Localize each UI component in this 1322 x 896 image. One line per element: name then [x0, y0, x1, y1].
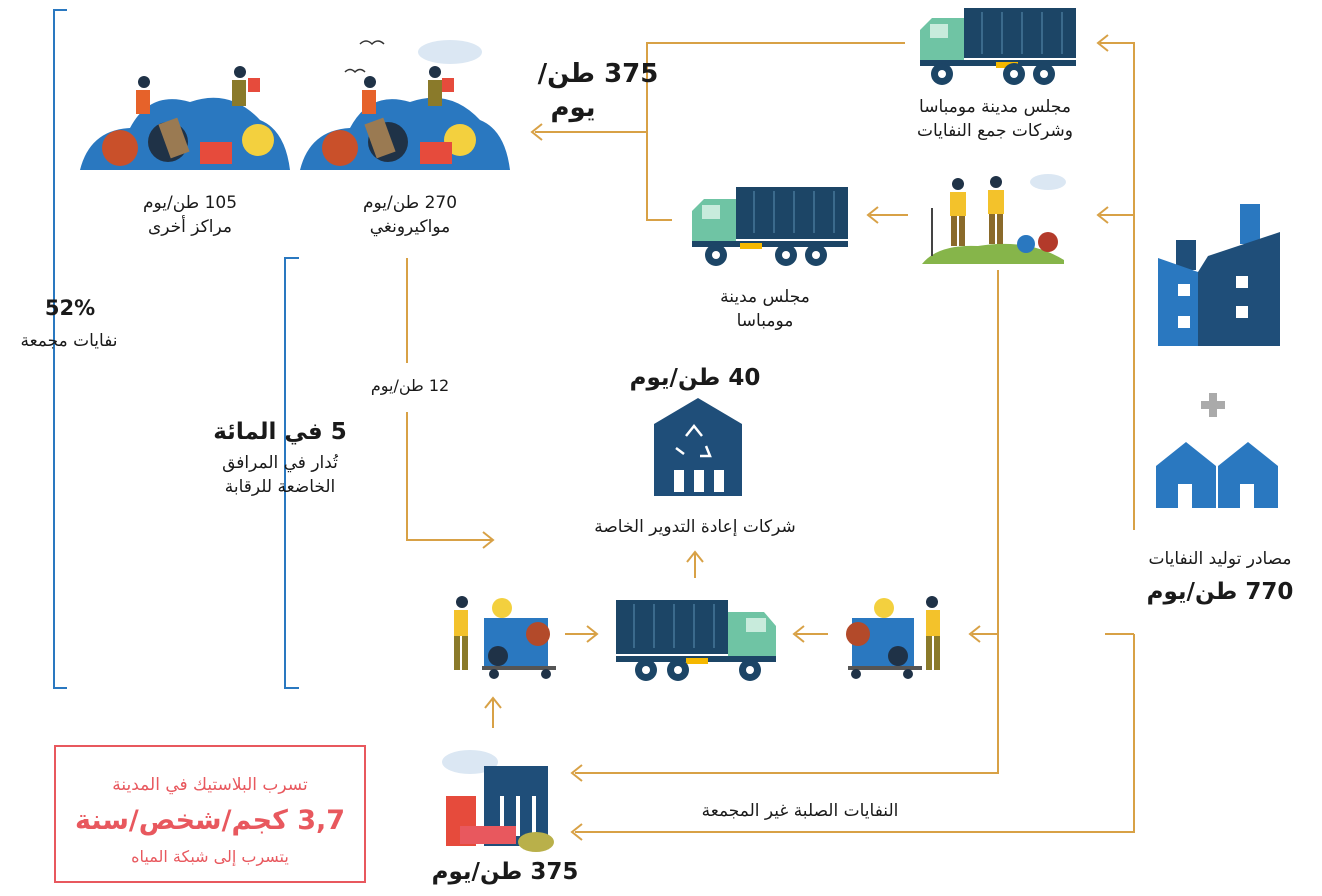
collected-percent: 52% — [44, 296, 96, 320]
mwakirunge-dumpsite-icon — [300, 40, 510, 170]
collected-bracket — [53, 9, 67, 689]
leakage-line1: تسرب البلاستيك في المدينة — [112, 775, 308, 795]
collectors-label-line1: مجلس مدينة مومباسا — [919, 97, 1071, 117]
recyclers-name: شركات إعادة التدوير الخاصة — [594, 517, 796, 537]
plus-icon — [1201, 393, 1225, 417]
flow-arrowheads — [482, 34, 1109, 841]
recycling-facility-icon — [654, 398, 742, 496]
to-recyclers-tons: 12 طن/يوم — [370, 376, 450, 395]
transport-truck-icon — [616, 600, 776, 681]
houses-icon — [1156, 442, 1278, 508]
waste-workers-icon — [922, 174, 1066, 264]
other-centers-name: مراكز أخرى — [147, 217, 232, 237]
regulated-line1: تُدار في المرافق — [222, 453, 338, 473]
factory-icon — [1158, 204, 1280, 346]
regulated-bracket — [284, 257, 299, 689]
sources-label: مصادر توليد النفايات — [1148, 549, 1292, 569]
mwakirunge-name: مواكيرونغي — [369, 217, 451, 237]
council-label-line1: مجلس مدينة — [720, 287, 810, 307]
sources-tons: 770 طن/يوم — [1146, 579, 1294, 605]
collected-label: نفايات مجمعة — [20, 331, 118, 351]
leakage-amount: 3,7 كجم/شخص/سنة — [74, 805, 346, 836]
other-centers-tons: 105 طن/يوم — [142, 193, 238, 213]
cart-worker-right-icon — [846, 596, 940, 679]
regulated-line2: الخاضعة للرقابة — [224, 477, 336, 497]
other-centers-dumpsite-icon — [80, 66, 290, 170]
collection-truck-icon — [920, 8, 1076, 85]
mwakirunge-tons: 270 طن/يوم — [362, 193, 458, 213]
flow-lines — [406, 42, 1135, 833]
council-truck-icon — [692, 187, 848, 266]
collectors-label-line2: وشركات جمع النفايات — [916, 121, 1074, 141]
plastic-leakage-box: تسرب البلاستيك في المدينة 3,7 كجم/شخص/سن… — [54, 745, 366, 883]
collection-amount-tons: 375 طن/ — [537, 59, 659, 89]
uncollected-waste-icon — [442, 750, 554, 852]
regulated-title: 5 في المائة — [213, 419, 347, 445]
leakage-line3: يتسرب إلى شبكة المياه — [131, 847, 289, 866]
uncollected-label: النفايات الصلبة غير المجمعة — [701, 801, 899, 821]
cart-worker-left-icon — [454, 596, 556, 679]
uncollected-tons: 375 طن/يوم — [431, 859, 579, 885]
recyclers-tons: 40 طن/يوم — [629, 365, 761, 391]
council-label-line2: مومباسا — [736, 311, 794, 331]
collection-amount-unit: يوم — [550, 93, 596, 123]
